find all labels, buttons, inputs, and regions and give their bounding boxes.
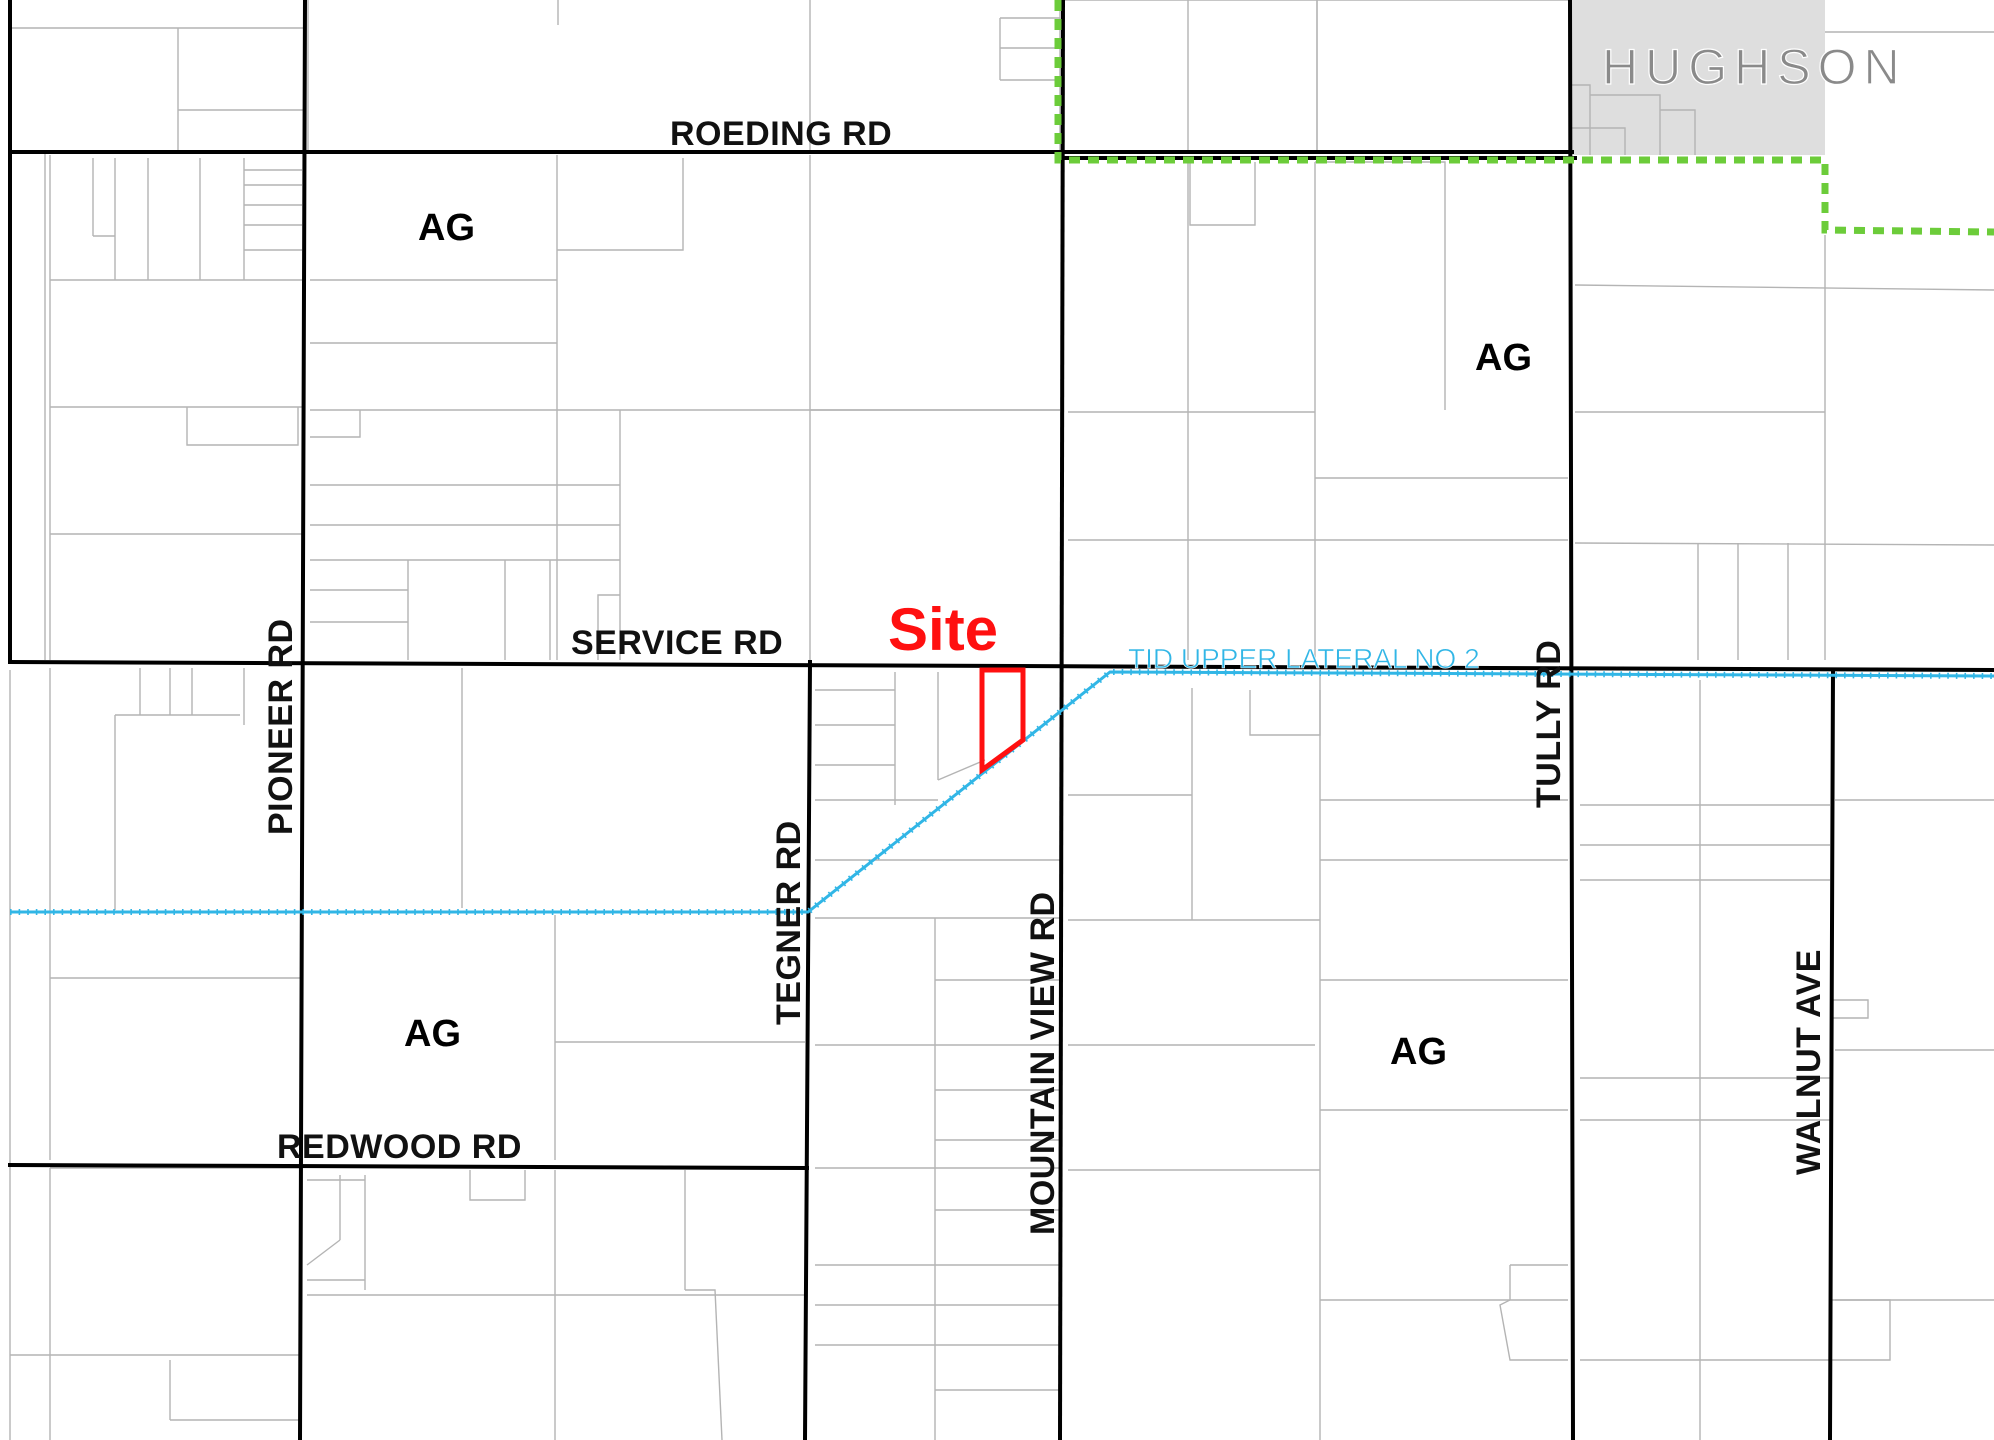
zone-label-sw: AG [404,1013,461,1055]
road-label-redwood: REDWOOD RD [277,1128,522,1166]
parcel-lines [9,0,1994,1440]
site-parcel-outline [979,667,1026,775]
hughson-city-area [1572,0,1825,155]
road-label-tegner: TEGNER RD [770,820,808,1025]
road-lines [7,0,1994,1440]
site-label: Site [888,596,998,663]
zone-label-ne: AG [1475,337,1532,379]
road-label-mountain-view: MOUNTAIN VIEW RD [1024,891,1062,1235]
hughson-city-label: HUGHSON [1602,39,1907,95]
city-boundary-line [1054,0,1994,236]
zone-label-se: AG [1390,1031,1447,1073]
road-label-roeding: ROEDING RD [670,115,892,153]
road-label-pioneer: PIONEER RD [262,618,300,835]
hughson-parcels [1572,31,1994,155]
zone-label-nw: AG [418,207,475,249]
canal-label: TID UPPER LATERAL NO 2 [1128,643,1480,674]
road-label-tully: TULLY RD [1530,640,1568,808]
tid-upper-lateral-canal [10,668,1994,915]
road-label-service: SERVICE RD [571,624,783,662]
road-label-walnut: WALNUT AVE [1790,949,1828,1175]
